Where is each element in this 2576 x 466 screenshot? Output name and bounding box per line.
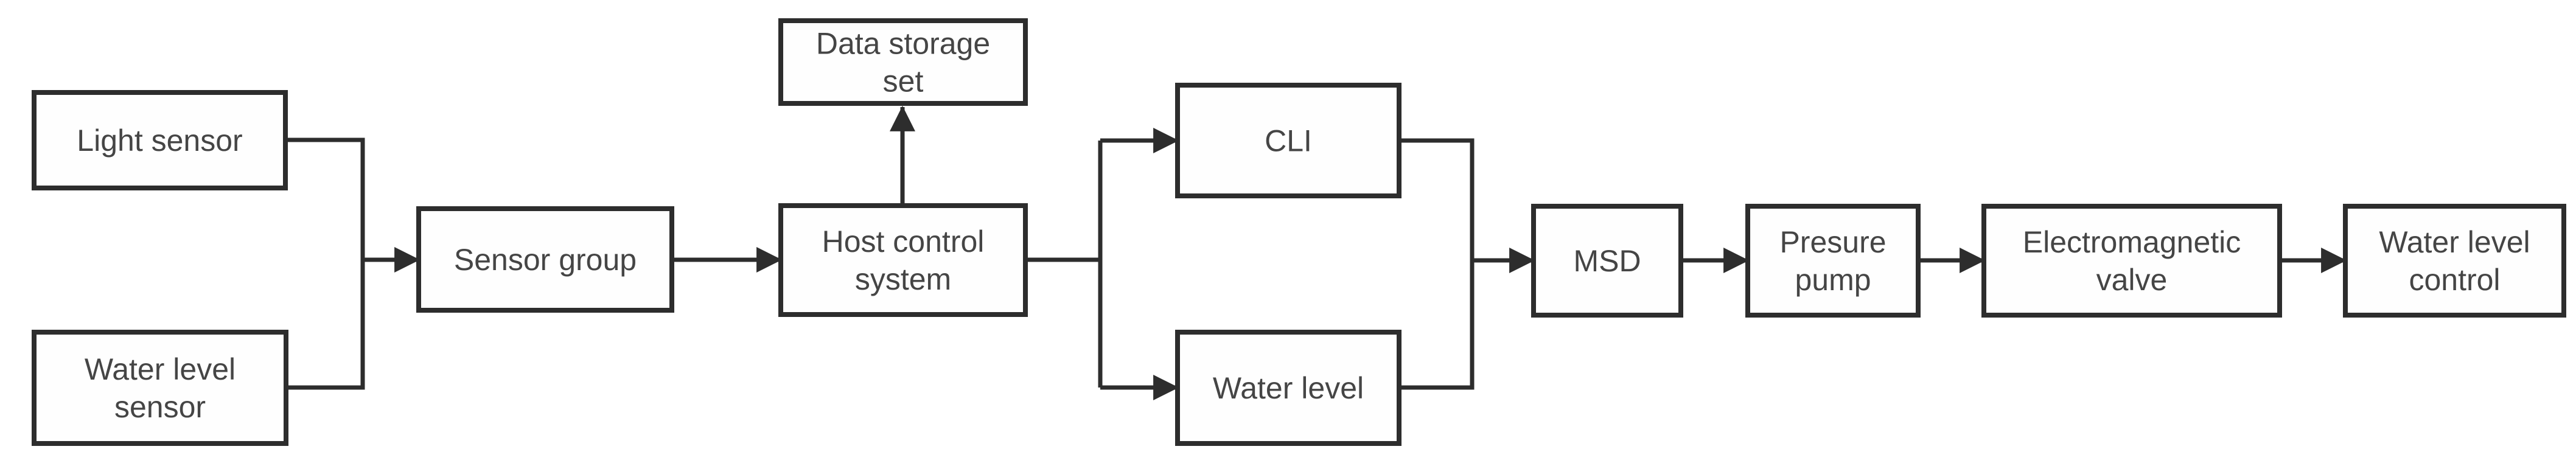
node-label-line: Data storage xyxy=(816,27,990,61)
node-label-line: Light sensor xyxy=(77,123,242,158)
edge-layer xyxy=(285,105,2347,400)
node-label-line: system xyxy=(855,262,951,296)
node-label-light-sensor: Light sensor xyxy=(77,123,242,158)
node-water-level: Water level xyxy=(1175,330,1401,446)
node-box-water-level xyxy=(1175,330,1401,446)
node-label-electromagnetic-valve: Electromagnetic valve xyxy=(2023,225,2241,297)
node-label-line: Sensor group xyxy=(454,243,637,277)
node-box-data-storage-set xyxy=(778,18,1028,106)
node-box-electromagnetic-valve xyxy=(1981,204,2282,318)
node-label-line: set xyxy=(883,64,924,99)
node-presure-pump: Presure pump xyxy=(1745,204,1921,318)
node-msd: MSD xyxy=(1531,204,1683,318)
node-label-line: CLI xyxy=(1265,124,1312,158)
node-label-line: Host control xyxy=(822,224,985,259)
node-label-water-level-sensor: Water level sensor xyxy=(85,352,236,424)
node-box-sensor-group xyxy=(416,206,674,313)
node-electromagnetic-valve: Electromagnetic valve xyxy=(1981,204,2282,318)
node-water-level-control: Water level control xyxy=(2343,204,2566,318)
node-box-host-control-system xyxy=(778,203,1028,317)
node-light-sensor: Light sensor xyxy=(32,90,288,190)
node-label-presure-pump: Presure pump xyxy=(1779,225,1886,297)
node-label-line: MSD xyxy=(1573,244,1641,278)
edge-water-level-to-merge xyxy=(1399,260,1475,390)
node-cli: CLI xyxy=(1175,83,1401,198)
node-label-line: sensor xyxy=(114,390,206,424)
node-label-line: Water level xyxy=(2379,225,2530,259)
node-label-sensor-group: Sensor group xyxy=(454,243,637,277)
node-label-line: Water level xyxy=(1213,371,1364,405)
node-label-line: Water level xyxy=(85,352,236,386)
node-label-cli: CLI xyxy=(1265,124,1312,158)
node-sensor-group: Sensor group xyxy=(416,206,674,313)
node-box-msd xyxy=(1531,204,1683,318)
node-label-msd: MSD xyxy=(1573,244,1641,278)
node-box-light-sensor xyxy=(32,90,288,190)
node-label-line: control xyxy=(2409,263,2500,297)
node-box-water-level-control xyxy=(2343,204,2566,318)
node-box-presure-pump xyxy=(1745,204,1921,318)
node-label-water-level: Water level xyxy=(1213,371,1364,405)
node-water-level-sensor: Water level sensor xyxy=(32,330,288,446)
node-box-water-level-sensor xyxy=(32,330,288,446)
edge-cli-to-merge xyxy=(1399,138,1475,260)
node-label-line: valve xyxy=(2096,263,2168,297)
node-label-line: pump xyxy=(1795,263,1871,297)
edge-sensors-to-junction xyxy=(285,137,365,390)
node-label-line: Presure xyxy=(1779,225,1886,259)
node-label-line: Electromagnetic xyxy=(2023,225,2241,259)
node-box-cli xyxy=(1175,83,1401,198)
node-label-water-level-control: Water level control xyxy=(2379,225,2530,297)
